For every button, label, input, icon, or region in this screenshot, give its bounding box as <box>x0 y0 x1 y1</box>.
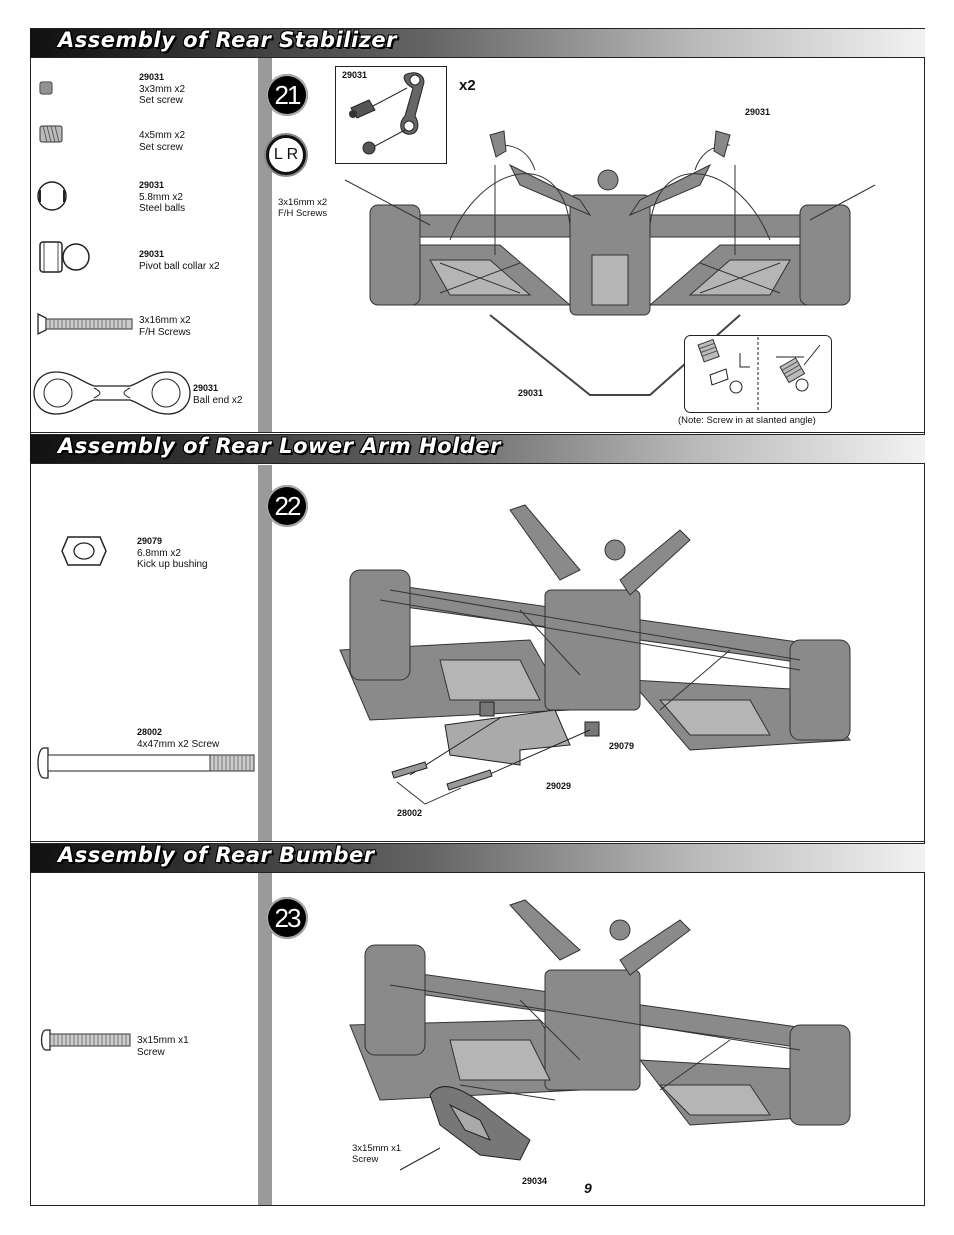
step-number-badge: 23 <box>266 897 308 939</box>
section-separator <box>30 841 925 842</box>
button-screw-icon <box>40 1029 131 1051</box>
part-entry: 3x16mm x2 F/H Screws <box>139 315 191 338</box>
column-divider <box>258 57 272 432</box>
part-entry: 28002 4x47mm x2 Screw <box>137 727 220 750</box>
bushing-part-code: 29079 <box>609 741 635 751</box>
callout-bracket <box>396 781 462 805</box>
step-number-badge: 22 <box>266 485 308 527</box>
ball-end-icon <box>33 371 191 415</box>
slanted-screw-note-diagram <box>684 335 832 413</box>
rear-lower-arm-holder-diagram <box>339 504 851 791</box>
bumber-screw-label: 3x15mm x1 Screw <box>352 1143 402 1165</box>
set-screw-large-icon <box>39 125 63 143</box>
section-banner: Assembly of Rear Lower Arm Holder <box>30 434 925 464</box>
rear-stabilizer-assembly-diagram <box>344 130 876 396</box>
part-entry: 29031 Pivot ball collar x2 <box>139 249 220 272</box>
rear-bumber-assembly-diagram <box>349 899 852 1171</box>
pivot-ball-collar-icon <box>39 241 90 273</box>
part-entry: 3x15mm x1 Screw <box>137 1035 189 1058</box>
holder-part-code: 29029 <box>546 781 572 791</box>
set-screw-small-icon <box>39 81 53 95</box>
bumper-part-code: 29034 <box>522 1176 548 1186</box>
screw-part-code: 28002 <box>397 808 423 818</box>
part-entry: 4x5mm x2 Set screw <box>139 130 186 153</box>
kick-up-bushing-icon <box>61 536 107 566</box>
stabilizer-bar-part-code: 29031 <box>518 388 544 398</box>
section-title: Assembly of Rear Stabilizer <box>58 28 397 52</box>
screws-label: 3x16mm x2 F/H Screws <box>278 197 328 219</box>
long-screw-icon <box>37 747 255 779</box>
quantity-multiplier: x2 <box>459 77 476 94</box>
step-number-badge: 21 <box>266 74 308 116</box>
section-banner: Assembly of Rear Stabilizer <box>30 28 925 58</box>
page-number: 9 <box>584 1180 592 1196</box>
section-banner: Assembly of Rear Bumber <box>30 843 925 873</box>
section-title: Assembly of Rear Lower Arm Holder <box>58 434 501 458</box>
part-entry: 29031 5.8mm x2 Steel balls <box>139 180 186 214</box>
column-divider <box>258 465 272 841</box>
left-right-badge: L R <box>266 135 306 175</box>
part-entry: 29031 Ball end x2 <box>193 383 243 406</box>
inset-part-code: 29031 <box>342 70 368 80</box>
ball-end-inset-diagram <box>335 66 447 164</box>
steel-ball-icon <box>37 181 67 211</box>
section-separator <box>30 432 925 433</box>
fh-screw-icon <box>37 312 133 336</box>
column-divider <box>258 873 272 1205</box>
section-title: Assembly of Rear Bumber <box>58 843 375 867</box>
part-entry: 29031 3x3mm x2 Set screw <box>139 72 186 106</box>
ball-end-part-code: 29031 <box>745 107 771 117</box>
assembly-note: (Note: Screw in at slanted angle) <box>678 415 816 426</box>
part-entry: 29079 6.8mm x2 Kick up bushing <box>137 536 208 570</box>
